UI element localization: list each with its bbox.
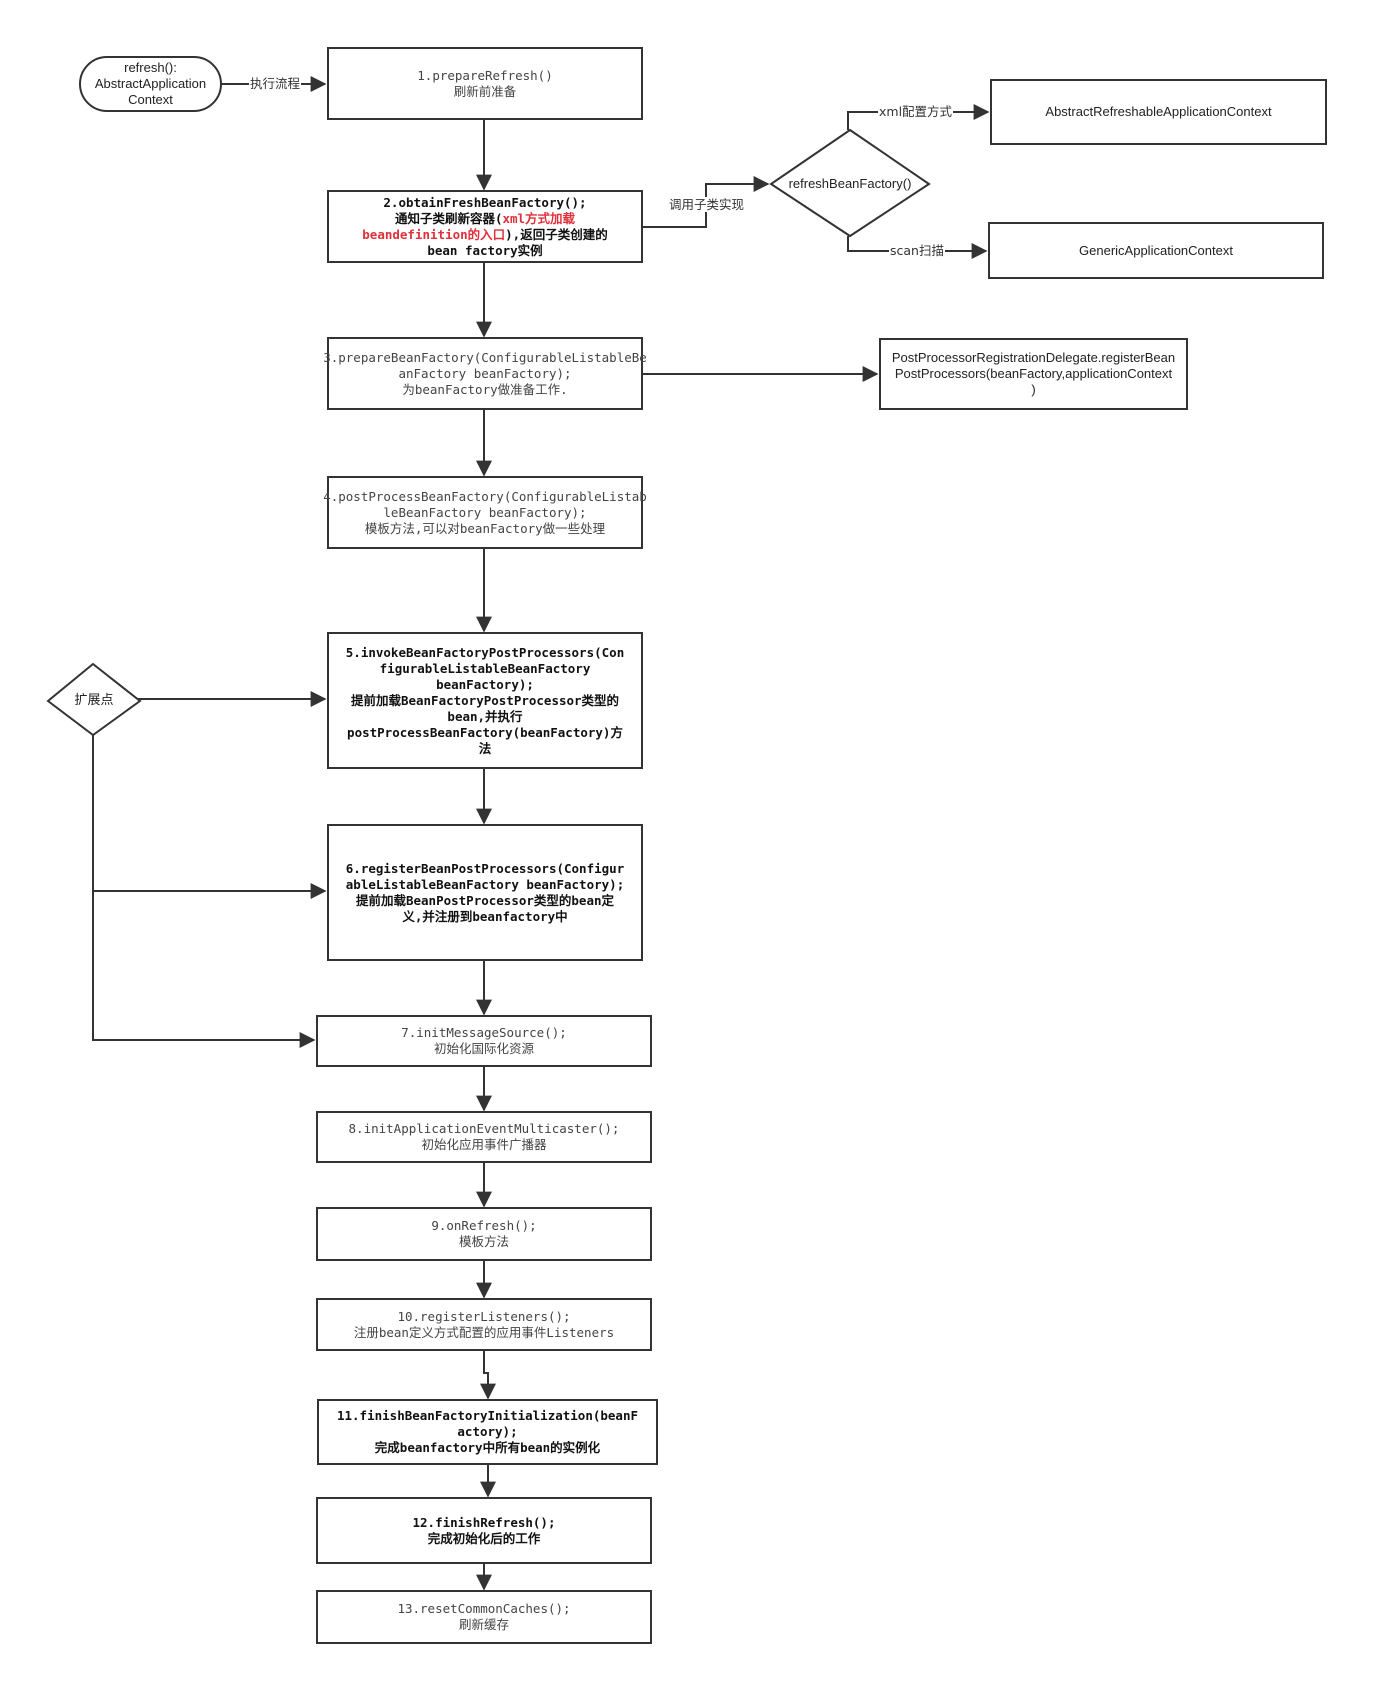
abstract-refreshable-label: AbstractRefreshableApplicationContext (1045, 104, 1272, 119)
edge-label-scan: scan扫描 (889, 243, 945, 258)
step-4-line-1: 4.postProcessBeanFactory(ConfigurableLis… (323, 488, 647, 504)
edge-extension-to-s7 (92, 891, 316, 1048)
step-5-line-3: beanFactory); (436, 676, 534, 692)
refresh-bean-factory-label: refreshBeanFactory() (788, 176, 912, 191)
step-5-invoke-bean-factory-post-processors: 5.invokeBeanFactoryPostProcessors(Con fi… (327, 632, 643, 769)
edge-label-call-subclass: 调用子类实现 (668, 197, 746, 212)
step-6-line-2: ableListableBeanFactory beanFactory); (345, 876, 625, 892)
step-9-line-2: 模板方法 (458, 1234, 509, 1249)
step-5-line-7: 法 (478, 740, 492, 756)
step-13-line-1: 13.resetCommonCaches(); (397, 1601, 571, 1616)
step-2-line-3-highlight: beandefinition的入口 (362, 226, 506, 242)
step-3-line-1: 3.prepareBeanFactory(ConfigurableListabl… (323, 349, 647, 365)
step-1-line-2: 刷新前准备 (453, 83, 517, 99)
step-8-line-2: 初始化应用事件广播器 (421, 1137, 547, 1152)
step-1-prepare-refresh: 1.prepareRefresh() 刷新前准备 (327, 47, 643, 120)
step-9-on-refresh: 9.onRefresh(); 模板方法 (316, 1207, 652, 1261)
step-4-line-2: leBeanFactory beanFactory); (383, 504, 587, 520)
step-13-reset-common-caches: 13.resetCommonCaches(); 刷新缓存 (316, 1590, 652, 1644)
step-10-register-listeners: 10.registerListeners(); 注册bean定义方式配置的应用事… (316, 1298, 652, 1351)
step-2-line-4: bean factory实例 (427, 242, 543, 258)
step-8-init-application-event-multicaster: 8.initApplicationEventMulticaster(); 初始化… (316, 1111, 652, 1163)
generic-application-context-box: GenericApplicationContext (988, 222, 1324, 279)
step-7-init-message-source: 7.initMessageSource(); 初始化国际化资源 (316, 1015, 652, 1067)
delegate-line-2: PostProcessors(beanFactory,applicationCo… (894, 366, 1173, 381)
step-2-obtain-fresh-bean-factory: 2.obtainFreshBeanFactory(); 通知子类刷新容器(xml… (327, 190, 643, 263)
step-8-line-1: 8.initApplicationEventMulticaster(); (348, 1121, 620, 1136)
edge-label-exec-flow: 执行流程 (249, 76, 302, 91)
step-9-line-1: 9.onRefresh(); (431, 1218, 537, 1233)
edge-label-xml-config: xml配置方式 (878, 104, 954, 119)
step-7-line-2: 初始化国际化资源 (433, 1041, 534, 1056)
step-12-finish-refresh: 12.finishRefresh(); 完成初始化后的工作 (316, 1497, 652, 1564)
start-refresh-node: refresh(): AbstractApplication Context (79, 56, 222, 112)
step-6-line-4: 义,并注册到beanfactory中 (402, 908, 568, 924)
step-11-line-3: 完成beanfactory中所有bean的实例化 (374, 1440, 601, 1455)
step-10-line-2: 注册bean定义方式配置的应用事件Listeners (353, 1324, 615, 1340)
delegate-line-3: ) (1031, 382, 1036, 397)
start-line-1: refresh(): (124, 60, 177, 75)
extension-point-diamond (46, 662, 142, 737)
step-11-finish-bean-factory-initialization: 11.finishBeanFactoryInitialization(beanF… (317, 1399, 658, 1465)
refresh-bean-factory-diamond (769, 128, 931, 238)
step-11-line-2: actory); (457, 1424, 518, 1439)
abstract-refreshable-application-context-box: AbstractRefreshableApplicationContext (990, 79, 1327, 145)
step-5-line-5: bean,并执行 (447, 708, 523, 724)
step-2-line-1: 2.obtainFreshBeanFactory(); (383, 194, 587, 210)
step-10-line-1: 10.registerListeners(); (397, 1308, 571, 1324)
post-processor-registration-delegate-box: PostProcessorRegistrationDelegate.regist… (879, 338, 1188, 410)
step-5-line-6: postProcessBeanFactory(beanFactory)方 (347, 724, 623, 740)
step-2-line-2-highlight: xml方式加载 (502, 210, 576, 226)
step-6-line-3: 提前加载BeanPostProcessor类型的bean定 (355, 892, 615, 908)
step-4-post-process-bean-factory: 4.postProcessBeanFactory(ConfigurableLis… (323, 476, 647, 549)
step-11-line-1: 11.finishBeanFactoryInitialization(beanF (336, 1408, 639, 1423)
step-12-line-2: 完成初始化后的工作 (427, 1530, 541, 1546)
step-12-line-1: 12.finishRefresh(); (412, 1514, 556, 1530)
step-13-line-2: 刷新缓存 (458, 1617, 509, 1632)
step-2-line-2: 通知子类刷新容器(xml方式加载 (395, 211, 575, 227)
step-6-register-bean-post-processors: 6.registerBeanPostProcessors(Configur ab… (327, 824, 643, 961)
delegate-line-1: PostProcessorRegistrationDelegate.regist… (891, 350, 1176, 365)
step-5-line-2: figurableListableBeanFactory (379, 660, 591, 676)
step-4-line-3: 模板方法,可以对beanFactory做一些处理 (364, 520, 606, 536)
step-3-prepare-bean-factory: 3.prepareBeanFactory(ConfigurableListabl… (323, 337, 647, 410)
step-7-line-1: 7.initMessageSource(); (401, 1025, 567, 1040)
step-2-line-2-text: 通知子类刷新容器( (394, 210, 503, 226)
step-1-line-1: 1.prepareRefresh() (417, 67, 553, 83)
extension-point-label: 扩展点 (74, 692, 114, 707)
step-5-line-4: 提前加载BeanFactoryPostProcessor类型的 (350, 692, 620, 708)
step-5-line-1: 5.invokeBeanFactoryPostProcessors(Con (345, 644, 625, 660)
generic-label: GenericApplicationContext (1079, 242, 1233, 258)
step-2-line-3: beandefinition的入口),返回子类创建的 (362, 227, 607, 243)
step-2-line-3-text: ),返回子类创建的 (505, 226, 608, 242)
step-3-line-3: 为beanFactory做准备工作. (402, 381, 568, 397)
step-6-line-1: 6.registerBeanPostProcessors(Configur (345, 860, 625, 876)
start-line-3: Context (128, 92, 173, 107)
start-line-2: AbstractApplication (94, 76, 207, 91)
edge-extension-to-s6 (92, 735, 327, 899)
edge-s10-to-s11 (480, 1350, 496, 1400)
step-3-line-2: anFactory beanFactory); (398, 365, 572, 381)
